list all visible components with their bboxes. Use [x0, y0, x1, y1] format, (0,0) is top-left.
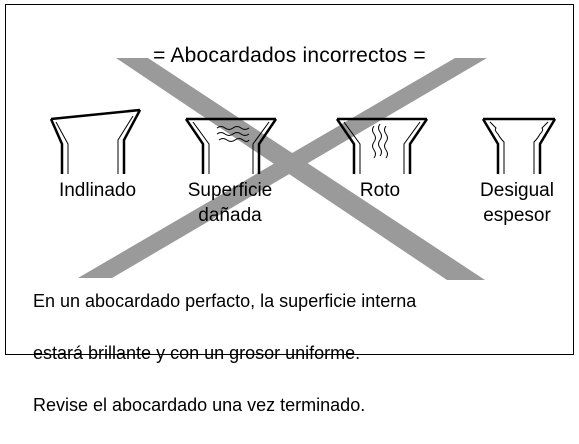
label-desigual-espesor: Desigual espesor	[480, 180, 554, 226]
description-line-1: En un abocardado perfacto, la superficie…	[33, 291, 417, 311]
description-text: En un abocardado perfacto, la superficie…	[33, 262, 416, 444]
cross-stroke-1	[116, 58, 485, 280]
damaged-surface-flare-icon	[184, 117, 278, 174]
cracked-flare-icon	[335, 117, 429, 174]
uneven-thickness-flare-icon	[481, 117, 557, 174]
label-superficie-danada: Superficie dañada	[187, 180, 273, 226]
figure-frame	[5, 4, 574, 355]
cross-stroke-2	[78, 58, 487, 278]
slanted-flare-icon	[49, 108, 142, 174]
label-indlinado: Indlinado	[58, 180, 137, 201]
description-line-2: estará brillante y con un grosor uniform…	[33, 343, 361, 363]
diagram-title: = Abocardados incorrectos =	[153, 44, 426, 67]
label-roto: Roto	[359, 180, 401, 201]
description-line-3: Revise el abocardado una vez terminado.	[33, 395, 366, 415]
cross-out-mark	[78, 58, 487, 280]
